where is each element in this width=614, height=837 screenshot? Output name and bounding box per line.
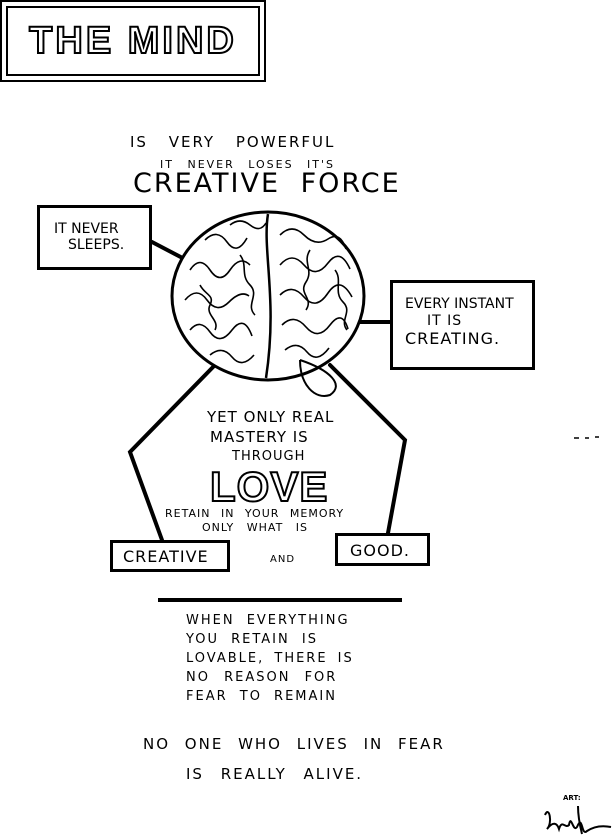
good-text: GOOD. bbox=[350, 541, 410, 560]
callout-text: IT IS bbox=[427, 313, 463, 329]
art-label: ART: bbox=[563, 794, 581, 802]
closing-paragraph: WHEN EVERYTHING YOU RETAIN IS LOVABLE, T… bbox=[186, 614, 354, 703]
pentagon-right bbox=[328, 363, 408, 535]
closing-line: WHEN EVERYTHING bbox=[186, 613, 350, 628]
and-text: AND bbox=[270, 554, 296, 565]
callout-never-sleeps: IT NEVER SLEEPS. bbox=[37, 205, 152, 270]
final-line-1: NO ONE WHO LIVES IN FEAR bbox=[143, 735, 445, 753]
edge-marks bbox=[574, 436, 599, 439]
love-heading: LOVE bbox=[209, 463, 329, 510]
intro-line-2: IT NEVER LOSES IT'S bbox=[160, 158, 336, 171]
final-line-2: IS REALLY ALIVE. bbox=[186, 765, 364, 783]
closing-line: YOU RETAIN IS bbox=[186, 632, 318, 647]
callout-text: CREATING. bbox=[405, 329, 501, 348]
callout-text: SLEEPS. bbox=[68, 237, 125, 253]
pentagon-left bbox=[127, 363, 217, 542]
creative-box: CREATIVE bbox=[110, 540, 230, 572]
center-line-4: RETAIN IN YOUR MEMORY bbox=[165, 507, 345, 520]
brain-icon bbox=[170, 210, 366, 397]
divider-bar bbox=[158, 598, 402, 602]
intro-line-1: IS VERY POWERFUL bbox=[130, 133, 336, 151]
center-line-2: MASTERY IS bbox=[210, 428, 309, 446]
callout-every-instant: EVERY INSTANT IT IS CREATING. bbox=[390, 280, 535, 370]
good-box: GOOD. bbox=[335, 533, 430, 566]
creative-text: CREATIVE bbox=[123, 547, 209, 566]
title-box: THE MIND bbox=[0, 0, 266, 82]
closing-line: LOVABLE, THERE IS bbox=[186, 651, 354, 666]
page-title: THE MIND bbox=[28, 19, 237, 63]
closing-line: FEAR TO REMAIN bbox=[186, 689, 337, 704]
intro-line-3: CREATIVE FORCE bbox=[133, 168, 401, 199]
callout-text: EVERY INSTANT bbox=[405, 296, 514, 312]
closing-line: NO REASON FOR bbox=[186, 670, 338, 685]
callout-text: IT NEVER bbox=[54, 221, 119, 237]
center-line-1: YET ONLY REAL bbox=[207, 408, 335, 426]
center-line-5: ONLY WHAT IS bbox=[202, 521, 309, 534]
center-line-3: THROUGH bbox=[232, 449, 306, 464]
signature-icon bbox=[544, 805, 612, 835]
